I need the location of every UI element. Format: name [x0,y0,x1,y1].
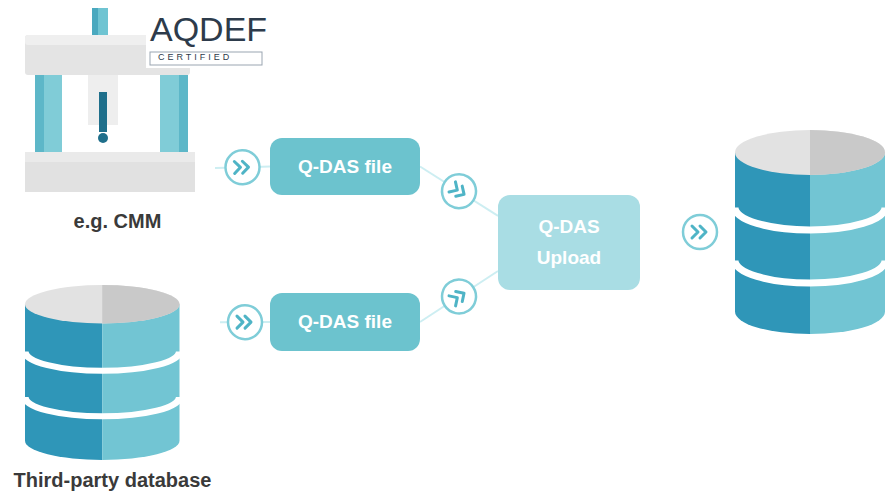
flow-connector [215,150,270,185]
box-label: Q-DAS file [298,311,392,333]
file-box: Q-DAS file [270,293,420,351]
database-illustration [735,130,885,334]
box-label: Q-DAS Upload [537,212,601,273]
database-node: Third-party database [5,285,220,492]
figure-caption: e.g. CMM [72,210,164,233]
figure-caption: Third-party database [12,469,214,492]
logo-text: AQDEF [150,12,267,46]
database-illustration [25,285,180,460]
logo-border [150,52,262,65]
flow-connector [420,167,498,216]
arrow-icon [683,215,717,249]
flow-connector [420,271,498,322]
flow-connector [220,305,270,339]
upload-box: Q-DAS Upload [498,195,640,290]
box-label: Q-DAS file [298,156,392,178]
logo-subtext: CERTIFIED [158,53,232,62]
file-box: Q-DAS file [270,138,420,195]
